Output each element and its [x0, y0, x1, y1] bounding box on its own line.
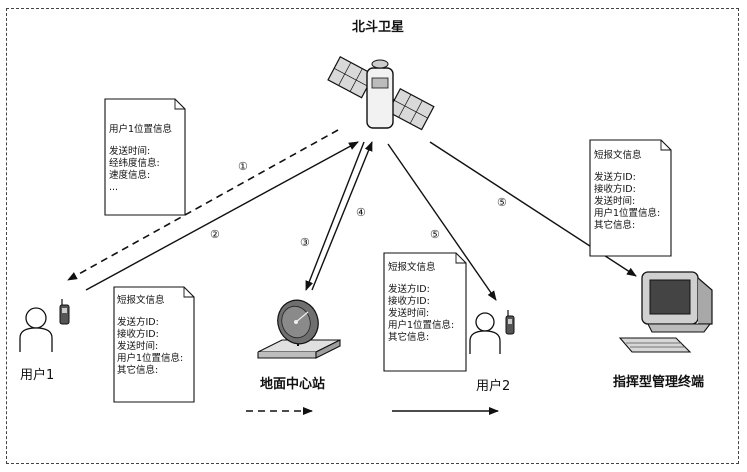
doc-sms-user2-line: 发送时间:	[388, 308, 430, 319]
doc-sms-user1-line: 用户1位置信息:	[117, 353, 184, 364]
ground-station-label: 地面中心站	[260, 377, 326, 392]
arrow-step1-dashed	[67, 129, 339, 281]
doc-sms-terminal-line: 发送方ID:	[594, 172, 636, 183]
arrow-step5-user2	[387, 143, 497, 301]
doc-position: 用户1位置信息 发送时间: 经纬度信息: 速度信息: ...	[109, 124, 172, 194]
satellite-label: 北斗卫星	[352, 20, 405, 35]
satellite-icon	[327, 56, 435, 131]
doc-sms-user2-shape	[383, 252, 467, 372]
step-2-label: ②	[210, 228, 220, 241]
command-terminal-label: 指挥型管理终端	[613, 375, 705, 390]
user1-label: 用户1	[20, 368, 55, 383]
user2-phone-icon	[505, 310, 515, 335]
step-3-label: ③	[300, 236, 310, 249]
doc-position-line: 经纬度信息:	[109, 158, 160, 169]
doc-sms-terminal-line: 发送时间:	[594, 196, 636, 207]
doc-sms-user1: 短报文信息 发送方ID: 接收方ID: 发送时间: 用户1位置信息: 其它信息:	[117, 295, 183, 377]
doc-sms-user1-line: 接收方ID:	[117, 329, 159, 340]
doc-sms-terminal-shape	[589, 139, 672, 257]
doc-sms-user2-line: 发送方ID:	[388, 284, 430, 295]
doc-sms-user1-shape	[113, 286, 195, 403]
doc-position-line: 速度信息:	[109, 170, 151, 181]
doc-sms-terminal-line: 其它信息:	[594, 220, 636, 231]
user1-phone-icon	[59, 299, 70, 325]
user2-label: 用户2	[476, 379, 511, 394]
arrow-step3-solid	[305, 141, 365, 291]
user1-person-icon	[19, 307, 53, 352]
user2-person-icon	[469, 312, 501, 354]
doc-sms-user2: 短报文信息 发送方ID: 接收方ID: 发送时间: 用户1位置信息: 其它信息:	[388, 262, 454, 344]
computer-terminal-icon	[618, 271, 713, 353]
step-5a-label: ⑤	[430, 228, 440, 241]
doc-sms-user2-title: 短报文信息	[388, 262, 436, 273]
doc-sms-user1-title: 短报文信息	[117, 295, 165, 306]
ground-station-dish-icon	[257, 299, 341, 359]
doc-position-line: 发送时间:	[109, 146, 151, 157]
doc-sms-user1-line: 发送方ID:	[117, 317, 159, 328]
doc-sms-user2-line: 接收方ID:	[388, 296, 430, 307]
step-5b-label: ⑤	[497, 196, 507, 209]
doc-sms-terminal: 短报文信息 发送方ID: 接收方ID: 发送时间: 用户1位置信息: 其它信息:	[594, 150, 660, 232]
doc-sms-terminal-title: 短报文信息	[594, 150, 642, 161]
doc-position-line: ...	[109, 182, 119, 193]
step-4-label: ④	[356, 206, 366, 219]
doc-sms-user2-line: 其它信息:	[388, 332, 430, 343]
doc-sms-terminal-line: 用户1位置信息:	[594, 208, 661, 219]
step-1-label: ①	[238, 160, 248, 173]
arrow-step2-solid	[85, 141, 359, 291]
doc-position-shape	[104, 98, 186, 216]
arrow-step4-solid	[311, 141, 373, 291]
diagram-frame	[6, 8, 739, 464]
doc-position-title: 用户1位置信息	[109, 124, 173, 135]
doc-sms-user1-line: 发送时间:	[117, 341, 159, 352]
doc-sms-terminal-line: 接收方ID:	[594, 184, 636, 195]
doc-sms-user1-line: 其它信息:	[117, 365, 159, 376]
doc-sms-user2-line: 用户1位置信息:	[388, 320, 455, 331]
